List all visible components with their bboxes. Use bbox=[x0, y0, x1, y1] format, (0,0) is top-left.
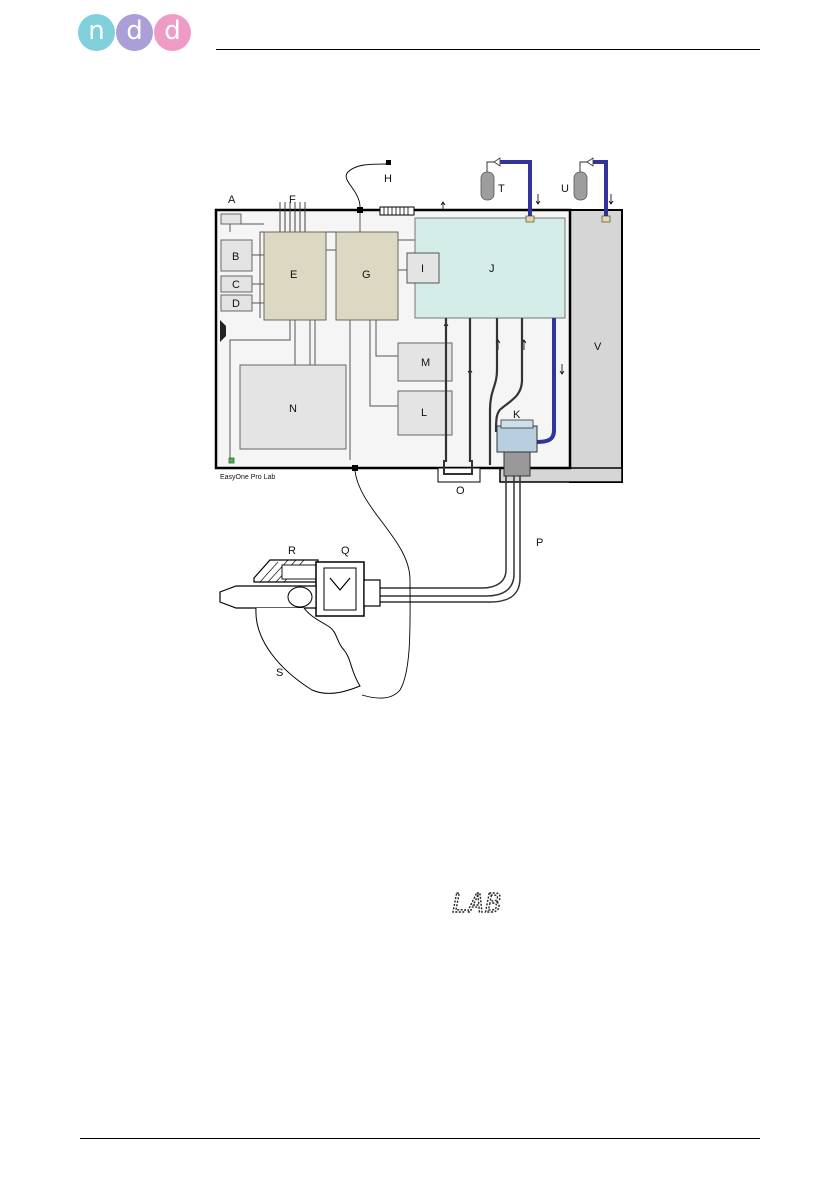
label-i: I bbox=[421, 263, 424, 275]
connector-h bbox=[386, 160, 391, 165]
cable-h bbox=[346, 164, 386, 207]
label-o: O bbox=[456, 485, 465, 497]
sensor-assembly bbox=[220, 560, 380, 693]
label-k: K bbox=[513, 409, 521, 421]
system-schematic: A B C D E F G H I J K L M N O P Q R S T … bbox=[200, 150, 640, 710]
cylinder-t-regulator bbox=[494, 158, 500, 166]
label-h: H bbox=[384, 173, 392, 185]
pump-k-connector bbox=[504, 452, 530, 476]
cylinder-t-valve-pipe bbox=[487, 162, 494, 172]
lab-mark: LAB bbox=[452, 888, 532, 918]
sample-tubes-p bbox=[380, 476, 520, 602]
logo-letter-n: n bbox=[78, 14, 115, 51]
module-a bbox=[221, 214, 241, 224]
label-b: B bbox=[232, 251, 239, 263]
ndd-logo: n d d bbox=[78, 14, 190, 54]
footer-rule bbox=[80, 1138, 760, 1139]
label-s: S bbox=[276, 667, 283, 679]
label-p: P bbox=[536, 537, 543, 549]
logo-letter-d-2: d bbox=[154, 14, 191, 51]
pump-k-top bbox=[501, 420, 533, 428]
flow-sensor-q-inner bbox=[324, 568, 356, 610]
gas-cylinder-u bbox=[574, 172, 587, 200]
cylinder-u-valve-pipe bbox=[580, 162, 587, 172]
lab-mark-text: LAB bbox=[452, 889, 502, 918]
pump-k bbox=[497, 426, 537, 452]
schematic-svg: A B C D E F G H I J K L M N O P Q R S T … bbox=[200, 150, 640, 710]
label-f: F bbox=[289, 194, 296, 206]
gas-inlet-u bbox=[602, 216, 610, 222]
gas-tube-u bbox=[593, 162, 606, 216]
connector-node-top bbox=[357, 207, 363, 213]
label-c: C bbox=[232, 279, 240, 291]
label-q: Q bbox=[341, 545, 350, 557]
filter-ribs bbox=[384, 207, 408, 215]
label-v: V bbox=[594, 341, 602, 353]
logo-letter-d: d bbox=[116, 14, 153, 51]
housing-r-bore bbox=[282, 565, 316, 579]
label-e: E bbox=[290, 269, 297, 281]
label-d: D bbox=[232, 298, 240, 310]
label-u: U bbox=[561, 183, 569, 195]
label-r: R bbox=[288, 545, 296, 557]
label-n: N bbox=[289, 403, 297, 415]
gas-inlet-t bbox=[526, 216, 534, 222]
label-m: M bbox=[421, 357, 430, 369]
device-label: EasyOne Pro Lab bbox=[220, 474, 275, 481]
connector-node-bottom bbox=[352, 465, 358, 471]
gas-cylinder-t bbox=[481, 172, 494, 200]
mouthpiece-filter bbox=[288, 587, 312, 607]
label-j: J bbox=[489, 263, 495, 275]
header-rule bbox=[216, 49, 760, 50]
cylinder-u-regulator bbox=[587, 158, 593, 166]
label-l: L bbox=[421, 407, 427, 419]
lab-mark-svg: LAB bbox=[452, 888, 532, 918]
label-a: A bbox=[228, 194, 236, 206]
sensor-coupler bbox=[364, 580, 380, 606]
label-t: T bbox=[498, 183, 505, 195]
label-g: G bbox=[362, 269, 371, 281]
status-led-icon bbox=[229, 458, 234, 463]
handle-s bbox=[256, 608, 360, 693]
filter-element bbox=[380, 207, 414, 215]
